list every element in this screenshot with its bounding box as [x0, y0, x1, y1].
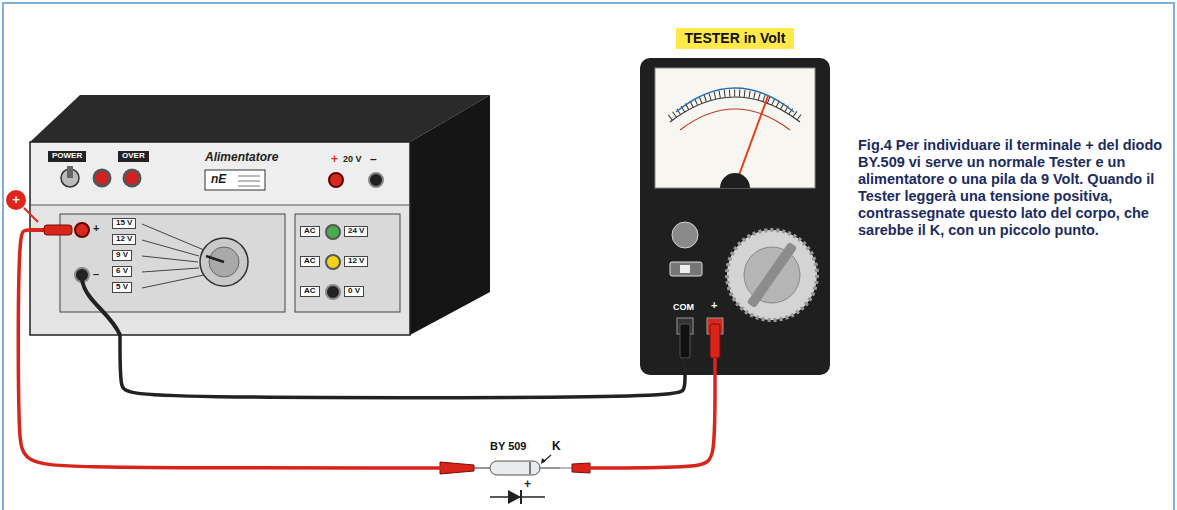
black-terminal [369, 173, 383, 187]
meter-window [655, 68, 815, 188]
cathode-band [529, 462, 531, 474]
logo-line [238, 181, 260, 182]
leader-line [142, 224, 204, 250]
polarity-sign: – [370, 153, 377, 166]
power-lamp [94, 170, 110, 186]
needle-pivot [720, 173, 750, 188]
scale-arc [680, 109, 790, 130]
diode: BY 509 K [440, 440, 590, 480]
logo-line [238, 176, 260, 177]
black-plug-cable [683, 358, 687, 375]
diode-body [490, 461, 540, 475]
plus-marker-sign: + [12, 193, 20, 207]
voltage-label: 12 V [344, 256, 368, 267]
voltage-label: AC [300, 256, 320, 267]
selector-knob [200, 238, 248, 286]
meter-needle [735, 96, 768, 186]
diode-symbol [508, 490, 521, 504]
k-arrowhead [541, 458, 546, 464]
voltage-label: AC [300, 226, 320, 237]
voltage-label: 6 V [112, 266, 132, 277]
node-text: TESTER in Volt [685, 30, 786, 47]
tester: COM + [640, 58, 830, 375]
control-band [31, 143, 409, 205]
voltage-label: 12 V [112, 234, 136, 245]
node-text: COM [673, 302, 694, 312]
supply-top [30, 95, 490, 142]
red-plug-cable [713, 358, 717, 375]
tester-body [640, 58, 830, 375]
polarity-sign: + [524, 478, 531, 491]
green-jack [326, 225, 340, 239]
figure-frame [3, 3, 1174, 510]
voltage-label: 24 V [344, 226, 368, 237]
leader-line [142, 256, 198, 262]
switch-lever [67, 166, 73, 178]
rotary-dial [727, 230, 817, 320]
logo-box [205, 170, 265, 190]
diode-lead [540, 467, 560, 469]
leader-line [142, 275, 204, 288]
red-probe-plug [710, 324, 720, 358]
plus-marker [6, 190, 26, 210]
node-text: BY 509 [490, 440, 527, 453]
voltage-label: 15 V [112, 218, 136, 229]
panel-label: POWER [48, 151, 86, 162]
voltage-label: 9 V [112, 250, 132, 261]
polarity-sign: – [93, 268, 99, 280]
voltage-label: 5 V [112, 282, 132, 293]
logo-line [238, 186, 260, 187]
crocodile-clip [440, 462, 474, 474]
probe-tip [560, 467, 572, 469]
brand-logo: nE [211, 173, 226, 186]
range-switch [670, 262, 702, 276]
black-ac-jack [326, 285, 340, 299]
leader-line [142, 240, 199, 256]
scale-ticks [670, 93, 800, 118]
tester-tag: TESTER in Volt [676, 28, 795, 49]
leader-line [142, 268, 199, 272]
panel-divider [30, 205, 410, 206]
black-probe-plug [680, 324, 690, 358]
dial-grip [747, 242, 798, 308]
switch-slider [680, 265, 690, 273]
yellow-jack [326, 255, 340, 269]
voltage-label: AC [300, 286, 320, 297]
node-text: + [711, 299, 717, 312]
test-lead-wire [590, 375, 715, 468]
supply-front [30, 142, 410, 335]
output-panel [60, 214, 285, 312]
ac-panel [295, 214, 400, 312]
red-probe [572, 463, 590, 473]
black-jack [75, 268, 89, 282]
polarity-sign: + [331, 153, 338, 166]
zero-knob [672, 222, 698, 248]
diode-symbol-bar [520, 490, 522, 504]
marker-arrow [24, 208, 38, 222]
node-text: Alimentatore [205, 151, 278, 165]
test-lead-wire [120, 335, 685, 398]
voltage-label: 20 V [343, 155, 362, 165]
voltage-label: 0 V [344, 286, 364, 297]
panel-label: OVER [118, 151, 149, 162]
power-supply: Alimentatore [30, 142, 410, 335]
red-jack [75, 223, 89, 237]
red-terminal [329, 173, 343, 187]
figure-caption: Fig.4 Per individuare il terminale + del… [858, 137, 1163, 239]
supply-side [410, 95, 490, 335]
polarity-sign: + [93, 222, 99, 234]
knob-pointer [206, 256, 224, 262]
over-lamp [124, 170, 140, 186]
test-lead-wire [18, 230, 440, 468]
node-text: K [552, 440, 561, 454]
red-plug [44, 225, 72, 235]
